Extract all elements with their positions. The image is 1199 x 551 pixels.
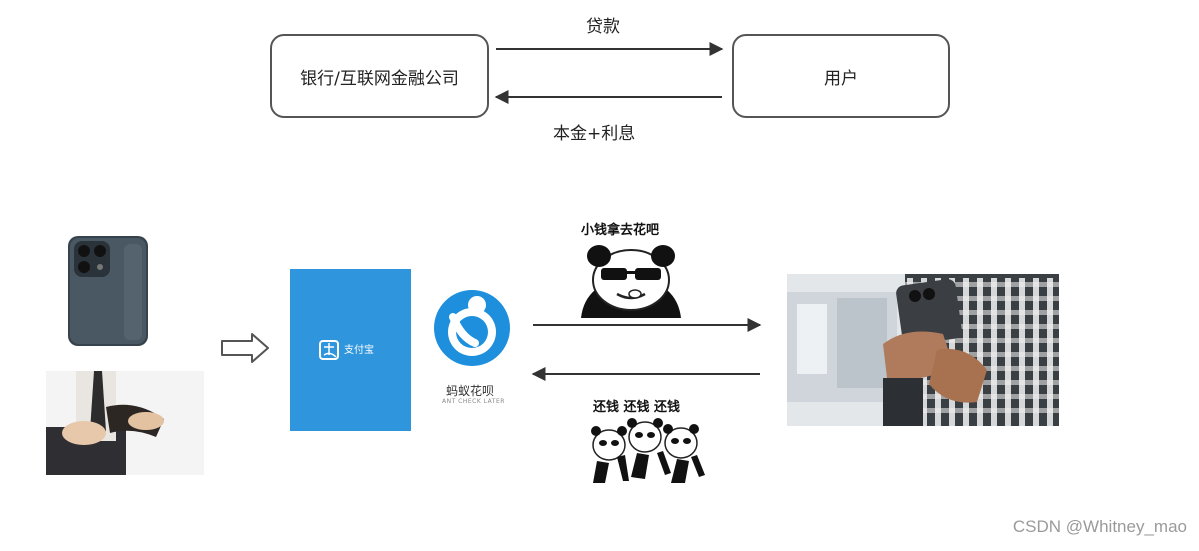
lender-label: 银行/互联网金融公司 bbox=[300, 68, 459, 89]
alipay-text: 支付宝 bbox=[344, 345, 374, 356]
pandas-demanding-image bbox=[587, 417, 705, 485]
meme-bottom-caption: 还钱 还钱 还钱 bbox=[593, 400, 681, 415]
meme-top-caption: 小钱拿去花吧 bbox=[581, 223, 660, 238]
loan-label: 贷款 bbox=[586, 17, 620, 37]
user-label: 用户 bbox=[824, 68, 858, 89]
lender-box: 银行/互联网金融公司 bbox=[270, 34, 489, 118]
huabei-sub: ANT CHECK LATER bbox=[442, 398, 505, 405]
panda-sunglasses-image bbox=[577, 242, 685, 318]
huabei-logo bbox=[431, 287, 513, 369]
huabei-name: 蚂蚁花呗 bbox=[446, 384, 495, 398]
user-box: 用户 bbox=[732, 34, 950, 118]
hollow-right-arrow-icon bbox=[221, 333, 269, 363]
iphone-image bbox=[64, 234, 152, 348]
person-with-phone-image bbox=[787, 274, 1059, 426]
alipay-logo bbox=[290, 269, 411, 431]
empty-wallet-image bbox=[46, 371, 204, 475]
watermark: CSDN @Whitney_mao bbox=[1012, 517, 1187, 536]
repay-label: 本金+利息 bbox=[553, 124, 636, 144]
